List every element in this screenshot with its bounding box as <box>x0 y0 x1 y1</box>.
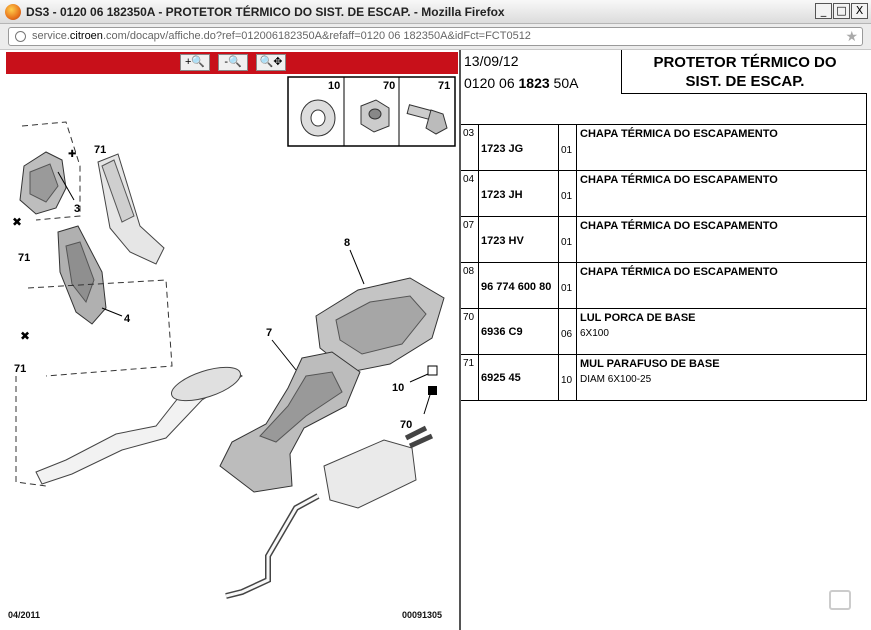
front-exhaust-pipe <box>35 366 243 485</box>
zoom-in-button[interactable]: +🔍 <box>180 54 210 71</box>
fastener-legend: 10 70 71 <box>287 76 456 147</box>
close-button[interactable]: X <box>851 3 868 19</box>
table-row[interactable]: 04 1723 JH 01 CHAPA TÉRMICA DO ESCAPAMEN… <box>461 171 867 217</box>
diagram-date-code: 04/2011 <box>8 610 41 620</box>
share-icon[interactable] <box>829 590 851 610</box>
part-description: CHAPA TÉRMICA DO ESCAPAMENTO <box>580 220 778 232</box>
heat-shield-3 <box>19 151 67 215</box>
table-row[interactable]: 71 6925 45 10 MUL PARAFUSO DE BASE DIAM … <box>461 355 867 401</box>
table-row[interactable]: 03 1723 JG 01 CHAPA TÉRMICA DO ESCAPAMEN… <box>461 125 867 171</box>
callout-10: 10 <box>392 382 404 394</box>
legend-label-10: 10 <box>328 80 340 92</box>
page-content: +🔍 -🔍 🔍✥ 10 70 71 <box>0 50 871 630</box>
part-description: MUL PARAFUSO DE BASE <box>580 358 720 370</box>
callout-70: 70 <box>400 419 412 431</box>
part-quantity: 10 <box>559 355 577 400</box>
maximize-button[interactable]: □ <box>833 3 850 19</box>
callout-7: 7 <box>266 327 272 339</box>
part-quantity: 01 <box>559 171 577 216</box>
item-number: 08 <box>461 263 479 308</box>
callout-8: 8 <box>344 237 350 249</box>
part-description: LUL PORCA DE BASE <box>580 312 696 324</box>
minimize-button[interactable]: _ <box>815 3 832 19</box>
globe-icon <box>15 31 26 42</box>
part-reference: 1723 JG <box>479 125 559 170</box>
part-description: CHAPA TÉRMICA DO ESCAPAMENTO <box>580 266 778 278</box>
zoom-toolbar: +🔍 -🔍 🔍✥ <box>6 52 458 74</box>
callout-71-top: 71 <box>94 144 106 156</box>
header-date: 13/09/12 <box>464 53 519 69</box>
table-row[interactable]: 70 6936 C9 06 LUL PORCA DE BASE 6X100 <box>461 309 867 355</box>
svg-text:✚: ✚ <box>68 149 76 160</box>
table-row[interactable]: 07 1723 HV 01 CHAPA TÉRMICA DO ESCAPAMEN… <box>461 217 867 263</box>
table-row[interactable]: 08 96 774 600 80 01 CHAPA TÉRMICA DO ESC… <box>461 263 867 309</box>
header-spacer <box>461 94 867 125</box>
part-reference: 6936 C9 <box>479 309 559 354</box>
legend-label-70: 70 <box>383 80 395 92</box>
firefox-icon <box>5 4 21 20</box>
window-titlebar: DS3 - 0120 06 182350A - PROTETOR TÉRMICO… <box>0 0 871 24</box>
callout-4: 4 <box>124 313 131 325</box>
part-description: CHAPA TÉRMICA DO ESCAPAMENTO <box>580 128 778 140</box>
diagram-panel: +🔍 -🔍 🔍✥ 10 70 71 <box>0 50 459 630</box>
washer-icon <box>300 99 336 137</box>
nut-icon <box>360 99 390 133</box>
part-reference: 96 774 600 80 <box>479 263 559 308</box>
item-number: 71 <box>461 355 479 400</box>
callout-71-low: 71 <box>14 363 26 375</box>
window-title: DS3 - 0120 06 182350A - PROTETOR TÉRMICO… <box>26 5 505 19</box>
item-number: 04 <box>461 171 479 216</box>
url-text: service.citroen.com/docapv/affiche.do?re… <box>32 30 531 42</box>
diagram-drawing-number: 00091305 <box>402 610 443 620</box>
zoom-fit-button[interactable]: 🔍✥ <box>256 54 286 71</box>
heat-shield-4 <box>57 225 107 325</box>
part-quantity: 06 <box>559 309 577 354</box>
heat-shield-7 <box>219 351 361 493</box>
parts-panel: 13/09/12 0120 06 1823 50A PROTETOR TÉRMI… <box>461 50 871 630</box>
exploded-parts-diagram[interactable]: 10 70 71 <box>6 76 458 606</box>
part-spec: DIAM 6X100-25 <box>580 374 652 385</box>
part-quantity: 01 <box>559 263 577 308</box>
svg-text:✖: ✖ <box>12 215 22 229</box>
item-number: 07 <box>461 217 479 262</box>
panel-divider <box>459 50 461 630</box>
bolt-icon <box>406 104 448 135</box>
bookmark-star-icon[interactable]: ★ <box>845 28 858 44</box>
part-reference: 6925 45 <box>479 355 559 400</box>
part-quantity: 01 <box>559 125 577 170</box>
part-reference: 1723 HV <box>479 217 559 262</box>
header-reference: 0120 06 1823 50A <box>464 75 579 91</box>
part-description: CHAPA TÉRMICA DO ESCAPAMENTO <box>580 174 778 186</box>
item-number: 70 <box>461 309 479 354</box>
heat-shield-8 <box>315 277 445 373</box>
item-number: 03 <box>461 125 479 170</box>
callout-71-mid: 71 <box>18 252 30 264</box>
zoom-out-button[interactable]: -🔍 <box>218 54 248 71</box>
part-spec: 6X100 <box>580 328 609 339</box>
callout-3: 3 <box>74 203 80 215</box>
address-bar: service.citroen.com/docapv/affiche.do?re… <box>0 24 871 50</box>
legend-label-71: 71 <box>438 80 450 92</box>
part-quantity: 01 <box>559 217 577 262</box>
rear-silencer <box>225 425 434 599</box>
svg-text:✖: ✖ <box>20 329 30 343</box>
url-field[interactable]: service.citroen.com/docapv/affiche.do?re… <box>8 27 863 46</box>
part-reference: 1723 JH <box>479 171 559 216</box>
catalytic-converter <box>97 153 165 265</box>
